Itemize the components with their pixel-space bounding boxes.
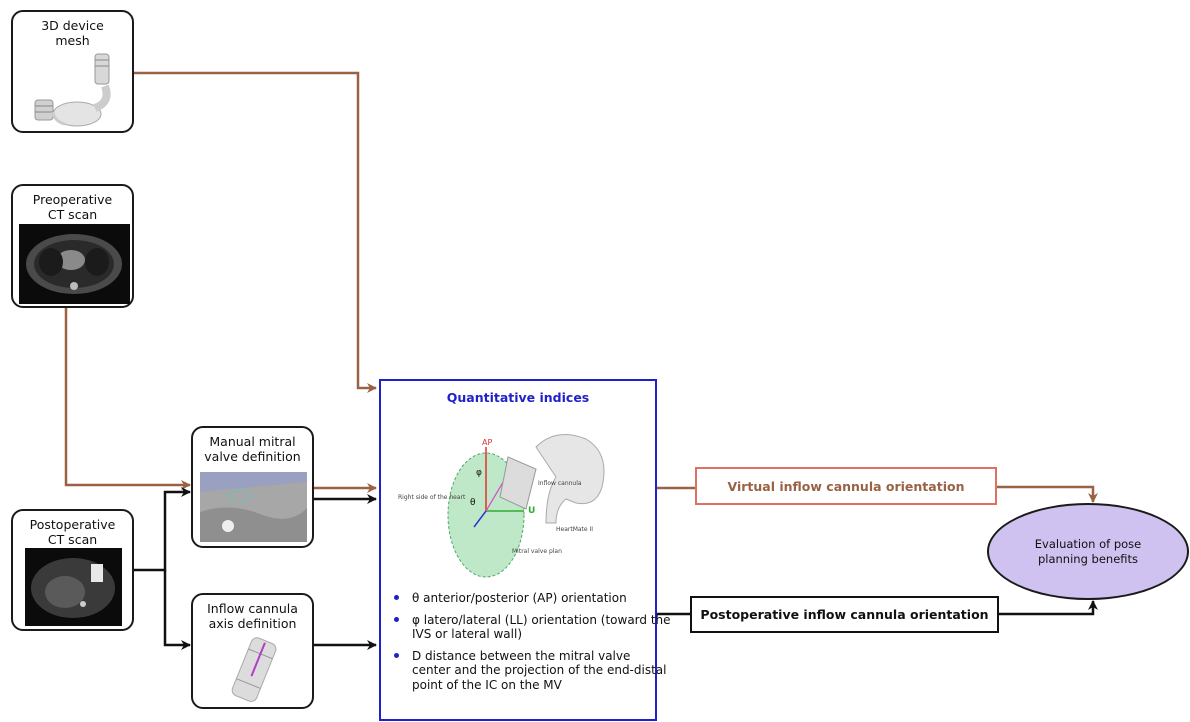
arrow-preop-to-mitral [64,308,191,490]
node-inflow-cannula-axis: Inflow cannula axis definition [191,593,314,709]
node-title: Manual mitral valve definition [204,434,301,464]
node-title: Postoperative CT scan [29,517,116,547]
arrow-mesh-to-quant [134,71,377,393]
postoperative-orientation-box: Postoperative inflow cannula orientation [690,596,999,633]
virtual-orientation-box: Virtual inflow cannula orientation [695,467,997,505]
node-preoperative-ct: Preoperative CT scan [11,184,134,308]
bullet-distance: D distance between the mitral valve cent… [394,649,672,693]
node-postoperative-ct: Postoperative CT scan [11,509,134,631]
mitral-plane-label: Mitral valve plan [512,548,562,555]
heartmate-label: HeartMate II [556,526,593,533]
quantitative-indices-title: Quantitative indices [446,390,590,405]
device-mesh-image [34,53,111,127]
inflow-label: Inflow cannula [538,480,582,487]
arrow-postop-orient-to-eval [999,600,1098,616]
node-3d-device-mesh: 3D device mesh [11,10,134,133]
arrow-postop-to-cannula [163,570,191,650]
bullet-theta: θ anterior/posterior (AP) orientation [394,591,672,606]
theta-label: θ [470,498,476,508]
inflow-cannula-image [231,637,277,702]
postoperative-ct-image [25,548,122,626]
arrow-postop-to-mitral [133,487,191,572]
indices-list: θ anterior/posterior (AP) orientation φ … [394,591,672,699]
bullet-phi: φ latero/lateral (LL) orientation (towar… [394,613,672,642]
evaluation-ellipse: Evaluation of pose planning benefits [987,503,1189,600]
orientation-figure: AP φ θ U Inflow cannula Right side of th… [398,434,605,578]
quantitative-indices-panel: Quantitative indices [379,379,657,721]
node-title: Inflow cannula axis definition [207,601,298,631]
mitral-valve-image [200,472,307,542]
node-title: 3D device mesh [41,18,104,48]
phi-label: φ [476,468,482,478]
node-title: Preoperative CT scan [32,192,113,222]
preoperative-ct-image [19,224,130,304]
node-manual-mitral-valve: Manual mitral valve definition [191,426,314,548]
ap-label: AP [482,438,492,447]
u-label: U [528,506,535,516]
right-side-label: Right side of the heart [398,494,466,501]
arrow-virtual-to-eval [997,485,1098,503]
